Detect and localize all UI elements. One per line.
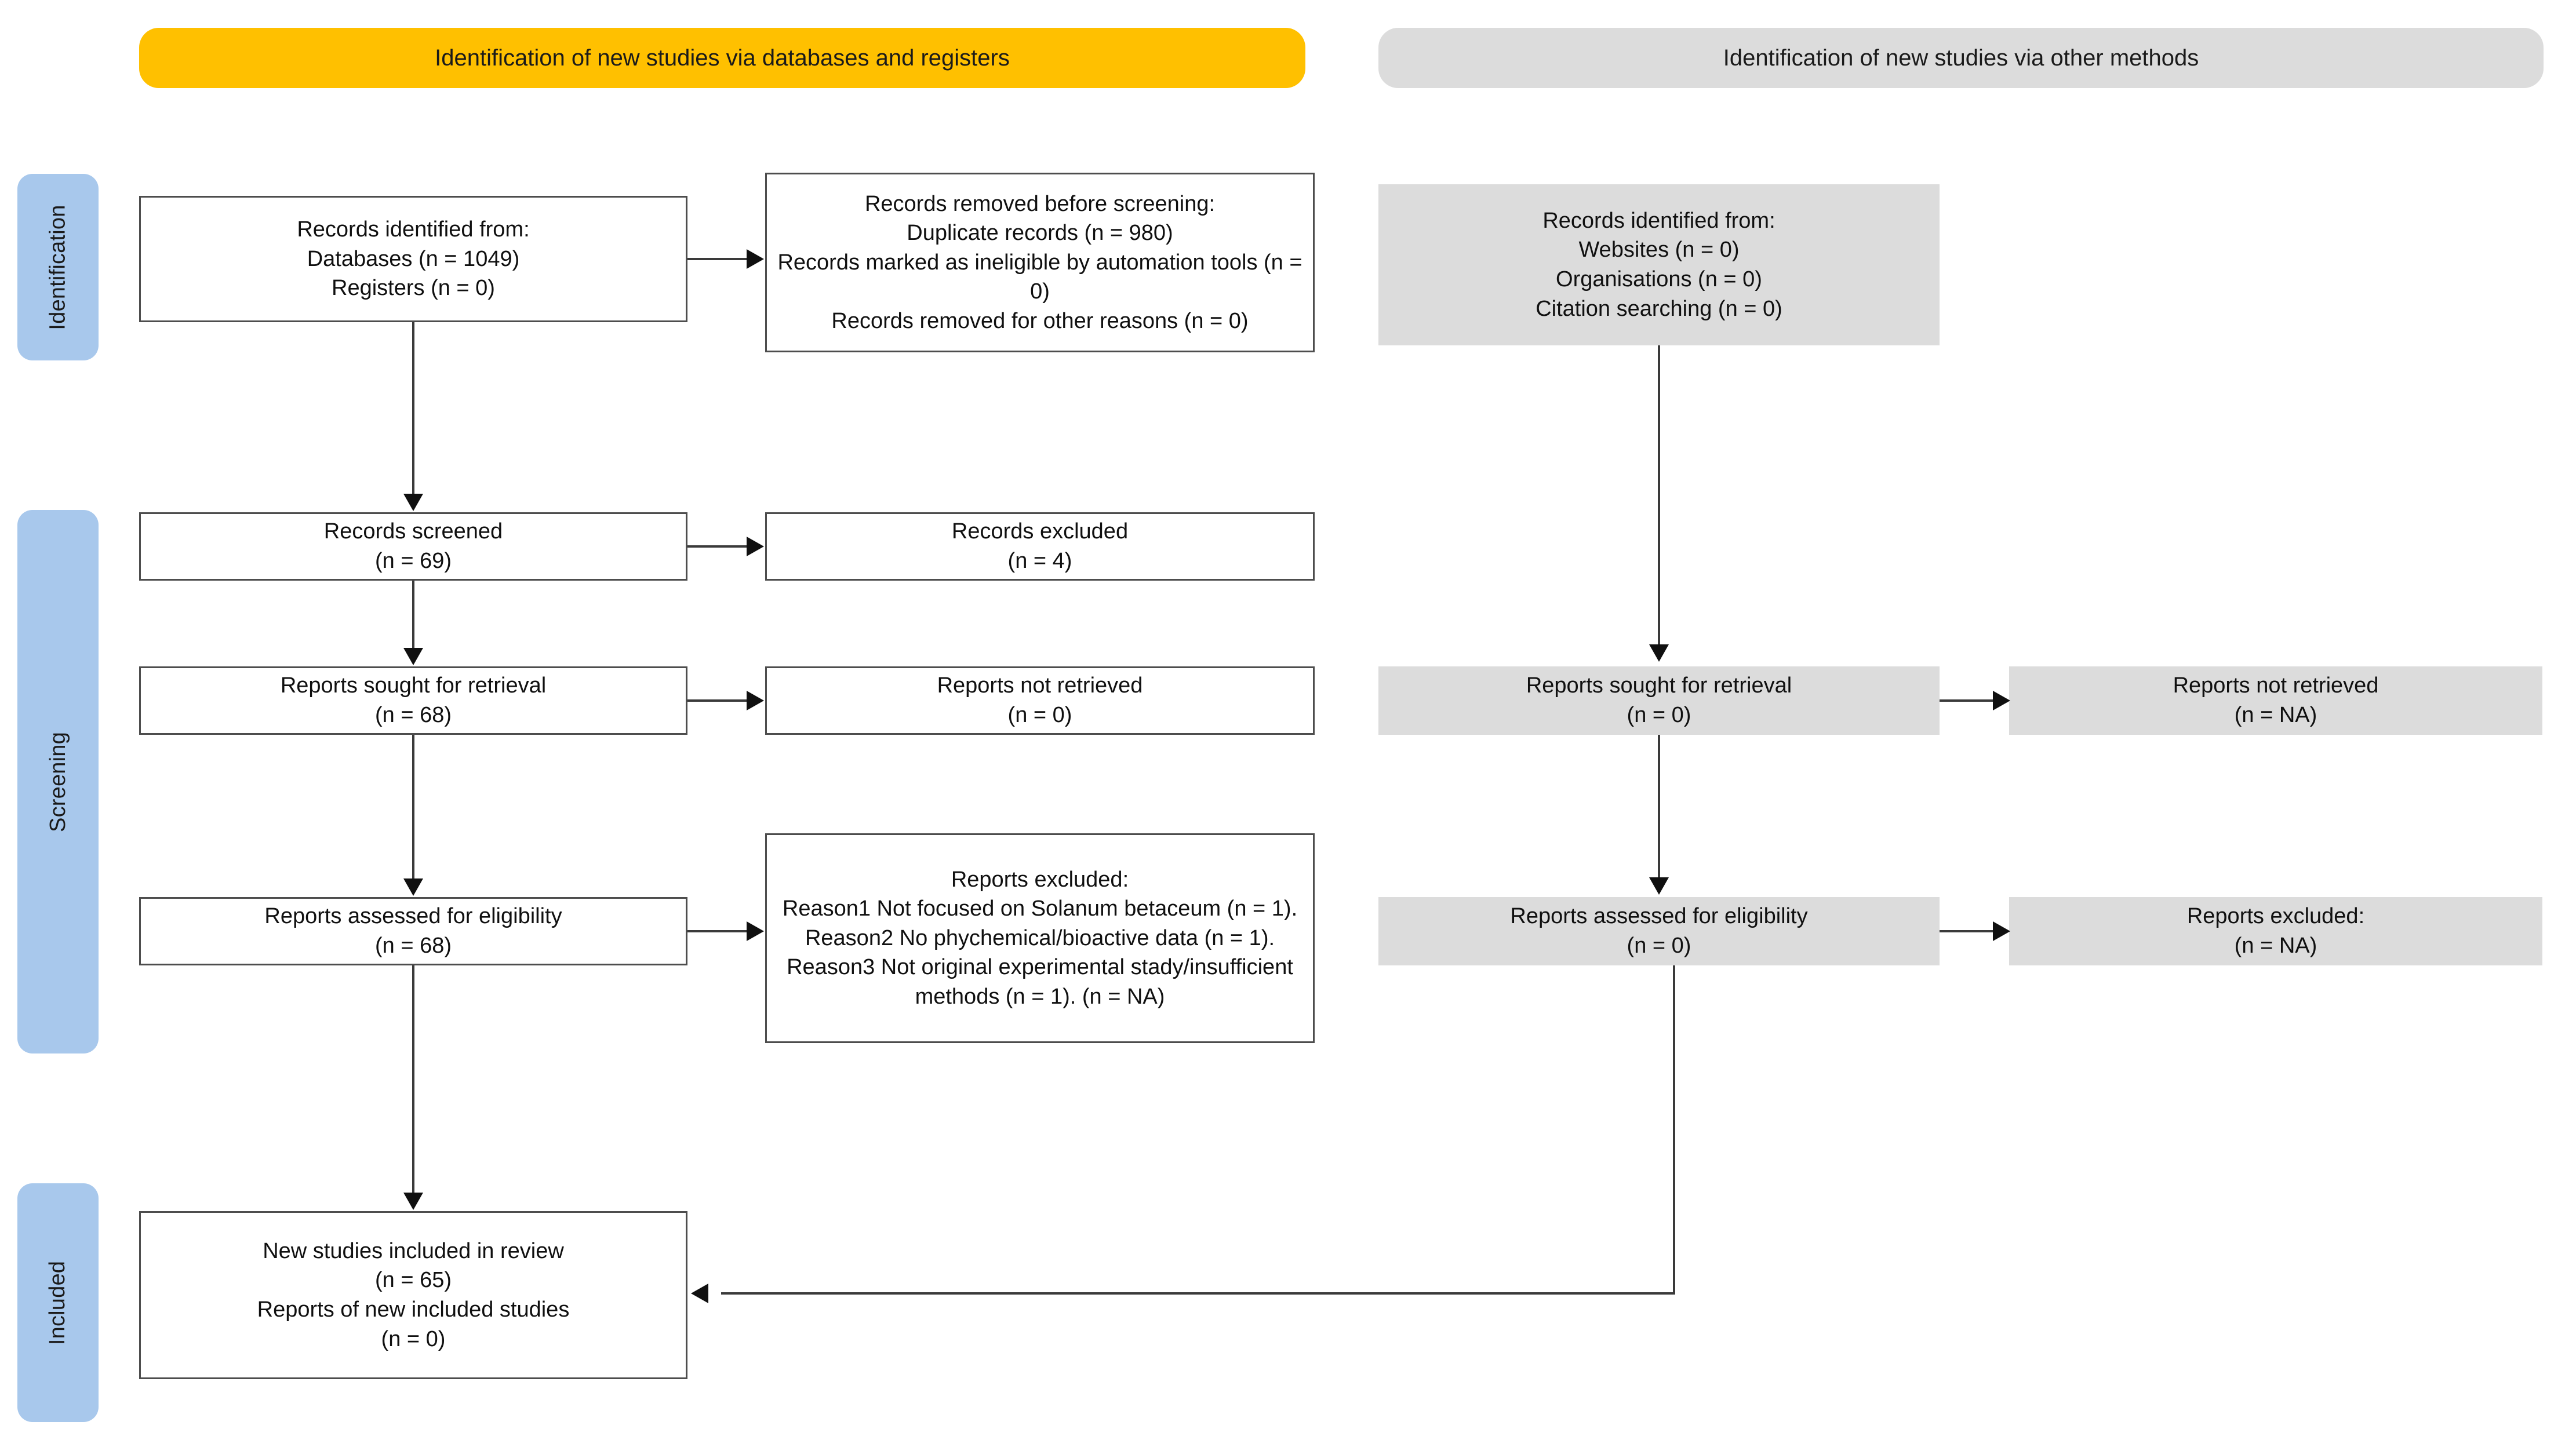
connector-screened-to-excluded [687,545,748,548]
arrowhead-sought-to-assessed [403,878,423,896]
arrowhead-other-assessed-to-included [691,1284,708,1303]
stage-pill-included-label: Included [45,1260,70,1345]
connector-other-identified-to-sought [1658,345,1660,647]
connector-identified-to-removed [687,258,748,260]
node-records-identified: Records identified from: Databases (n = … [139,196,687,322]
connector-assessed-to-included [412,965,414,1195]
node-other-reports-sought: Reports sought for retrieval (n = 0) [1378,666,1940,735]
node-records-screened-text: Records screened (n = 69) [323,519,503,573]
connector-other-sought-to-assessed [1658,735,1660,880]
node-reports-assessed: Reports assessed for eligibility (n = 68… [139,897,687,965]
node-reports-not-retrieved: Reports not retrieved (n = 0) [765,666,1315,735]
arrowhead-other-sought-to-not-retrieved [1993,691,2010,710]
connector-other-assessed-to-included-vertical [1673,965,1675,1295]
stage-pill-screening: Screening [17,510,99,1053]
node-other-reports-not-retrieved: Reports not retrieved (n = NA) [2009,666,2542,735]
node-other-reports-assessed: Reports assessed for eligibility (n = 0) [1378,897,1940,965]
node-reports-excluded: Reports excluded: Reason1 Not focused on… [765,833,1315,1043]
arrowhead-screened-to-sought [403,648,423,665]
arrowhead-sought-to-not-retrieved [747,691,764,710]
stage-pill-identification-label: Identification [45,204,70,330]
node-new-studies-included-text: New studies included in review (n = 65) … [257,1238,570,1351]
node-records-removed-text: Records removed before screening: Duplic… [777,191,1302,333]
node-records-identified-text: Records identified from: Databases (n = … [297,217,530,301]
node-other-reports-excluded: Reports excluded: (n = NA) [2009,897,2542,965]
connector-other-assessed-to-included-horizontal [721,1292,1675,1295]
arrowhead-other-identified-to-sought [1649,644,1669,662]
node-reports-sought-text: Reports sought for retrieval (n = 68) [280,673,547,727]
stage-pill-included: Included [17,1183,99,1422]
arrowhead-other-assessed-to-excluded [1993,921,2010,941]
node-records-removed: Records removed before screening: Duplic… [765,173,1315,352]
node-other-reports-excluded-text: Reports excluded: (n = NA) [2186,904,2365,958]
node-records-screened: Records screened (n = 69) [139,512,687,581]
stage-pill-screening-label: Screening [45,731,70,832]
node-reports-not-retrieved-text: Reports not retrieved (n = 0) [937,673,1143,727]
node-other-reports-not-retrieved-text: Reports not retrieved (n = NA) [2173,673,2379,727]
node-reports-sought: Reports sought for retrieval (n = 68) [139,666,687,735]
node-other-reports-sought-text: Reports sought for retrieval (n = 0) [1526,673,1792,727]
arrowhead-other-sought-to-assessed [1649,877,1669,895]
connector-assessed-to-excluded [687,930,748,932]
arrowhead-identified-to-screened [403,494,423,511]
connector-screened-to-sought [412,581,414,650]
node-reports-assessed-text: Reports assessed for eligibility (n = 68… [264,904,562,958]
connector-other-sought-to-not-retrieved [1940,699,1994,702]
arrowhead-assessed-to-included [403,1193,423,1210]
connector-sought-to-not-retrieved [687,699,748,702]
header-banner-databases-label: Identification of new studies via databa… [435,45,1010,71]
header-banner-other-methods-label: Identification of new studies via other … [1723,45,2199,71]
node-records-excluded: Records excluded (n = 4) [765,512,1315,581]
node-new-studies-included: New studies included in review (n = 65) … [139,1211,687,1379]
connector-sought-to-assessed [412,735,414,881]
stage-pill-identification: Identification [17,174,99,360]
header-banner-databases: Identification of new studies via databa… [139,28,1305,88]
header-banner-other-methods: Identification of new studies via other … [1378,28,2544,88]
connector-identified-to-screened [412,322,414,496]
node-other-reports-assessed-text: Reports assessed for eligibility (n = 0) [1510,904,1808,958]
node-other-records-identified-text: Records identified from: Websites (n = 0… [1536,208,1782,321]
connector-other-assessed-to-excluded [1940,930,1994,932]
node-other-records-identified: Records identified from: Websites (n = 0… [1378,184,1940,345]
arrowhead-assessed-to-excluded [747,921,764,941]
arrowhead-screened-to-excluded [747,537,764,556]
arrowhead-identified-to-removed [747,249,764,269]
node-reports-excluded-text: Reports excluded: Reason1 Not focused on… [782,867,1298,1009]
node-records-excluded-text: Records excluded (n = 4) [951,519,1129,573]
